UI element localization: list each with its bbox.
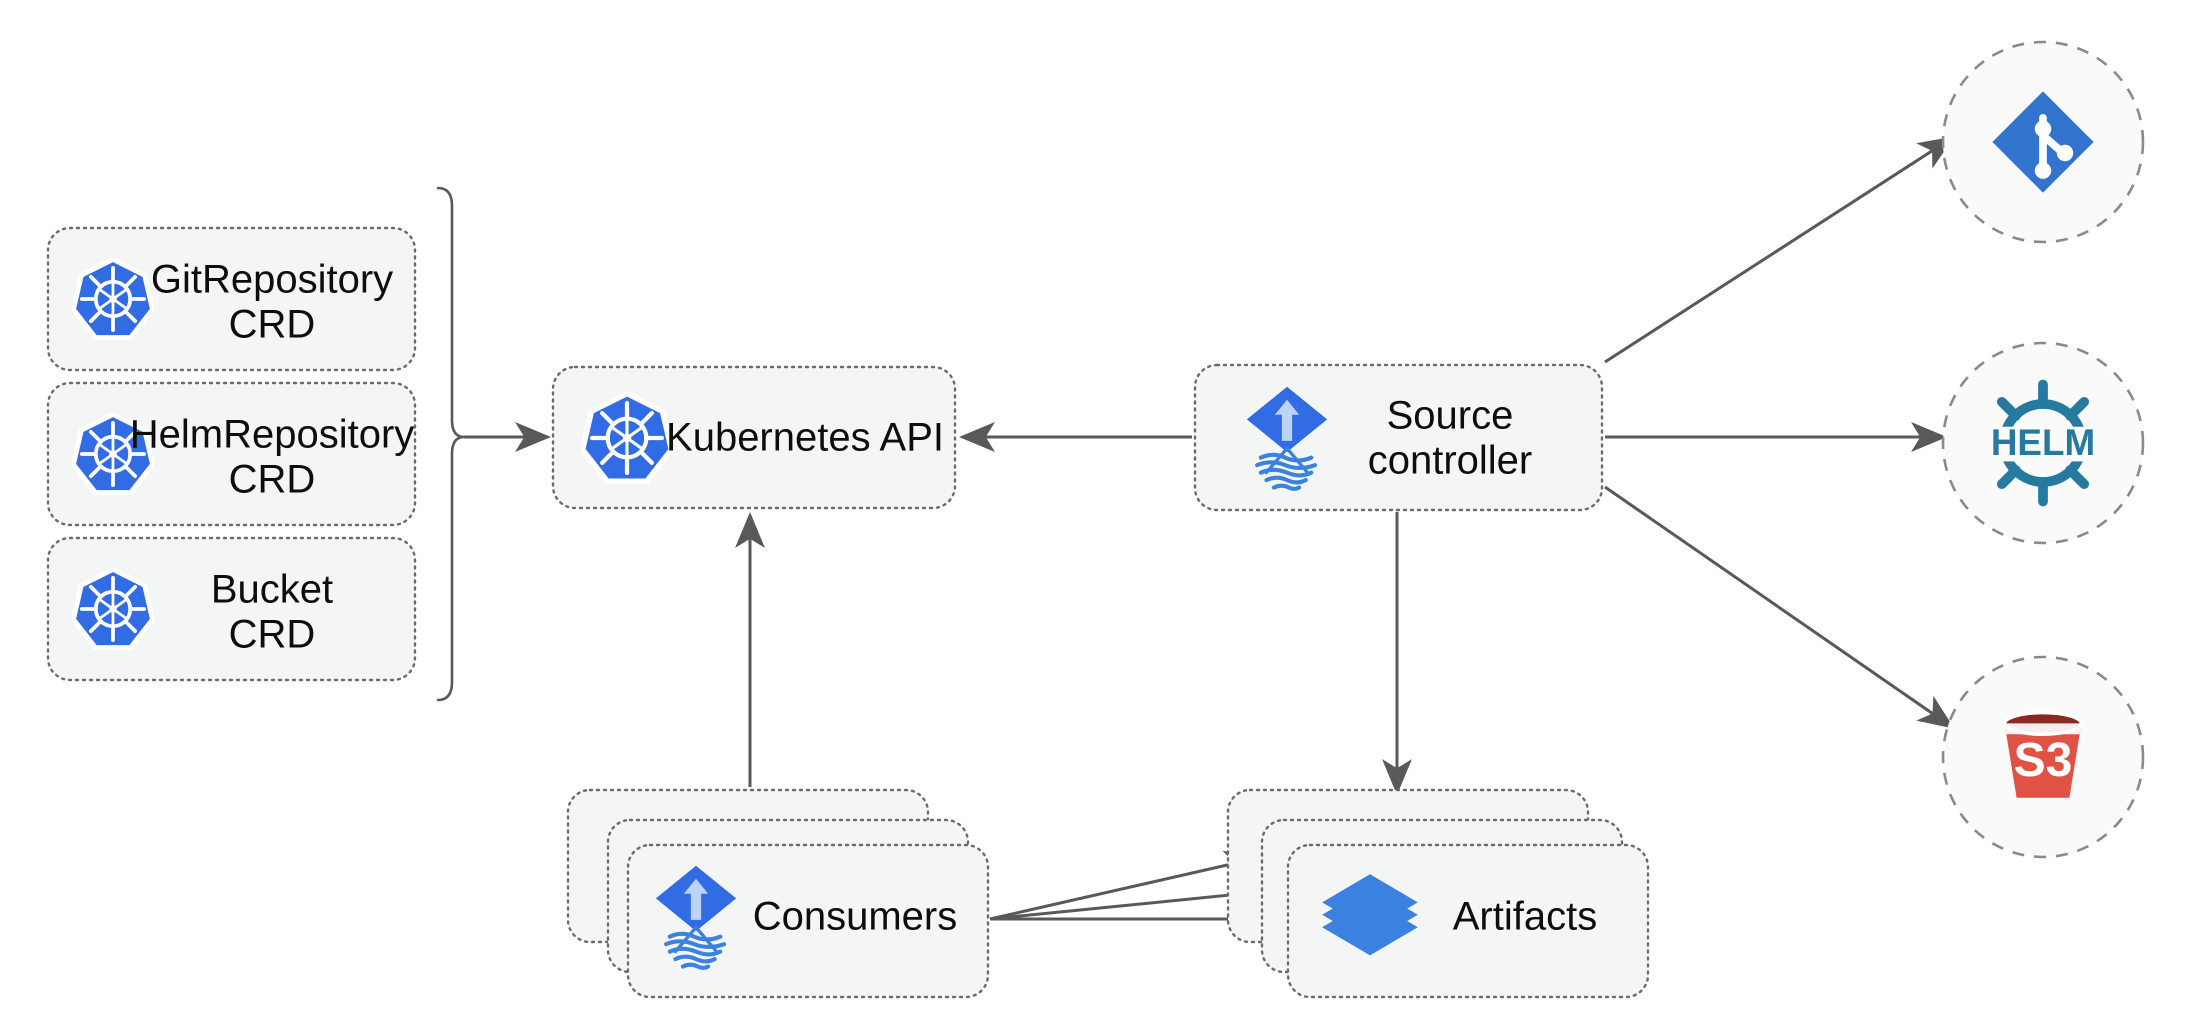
crd-card-gitrepository[interactable]: GitRepository CRD: [46, 226, 417, 372]
node-label: Kubernetes API: [666, 416, 944, 460]
crd-label-line1: HelmRepository: [130, 413, 415, 457]
node-consumers[interactable]: Consumers: [566, 788, 990, 999]
edge-source-controller-to-s3: [1604, 485, 1955, 729]
card-background: [46, 536, 417, 682]
endpoint-git[interactable]: [1941, 40, 2145, 244]
crd-label-line2: CRD: [229, 458, 316, 502]
crd-bracket: [436, 186, 465, 702]
node-label: Artifacts: [1453, 895, 1597, 939]
kubernetes-icon: [74, 260, 151, 336]
crd-card-bucket[interactable]: Bucket CRD: [46, 536, 417, 682]
node-kubernetes-api[interactable]: Kubernetes API: [551, 365, 957, 510]
node-source-controller[interactable]: Source controller: [1193, 363, 1604, 512]
crd-group: GitRepository CRD HelmRepository CRD Buc…: [46, 226, 417, 682]
crd-label-line2: CRD: [229, 303, 316, 347]
kubernetes-icon: [74, 570, 151, 646]
helm-icon: [1991, 385, 2095, 502]
crd-label-line1: Bucket: [211, 568, 333, 612]
edge-consumers-to-artifacts-1: [989, 850, 1261, 921]
kubernetes-icon: [584, 395, 670, 481]
endpoint-helm[interactable]: [1941, 341, 2145, 545]
card-background: [46, 226, 417, 372]
crd-card-helmrepository[interactable]: HelmRepository CRD: [46, 381, 417, 527]
card-background: [46, 381, 417, 527]
endpoint-s3[interactable]: [1941, 655, 2145, 859]
crd-label-line1: GitRepository: [151, 258, 393, 302]
s3-bucket-icon: [2002, 710, 2084, 800]
crd-label-line2: CRD: [229, 613, 316, 657]
node-label: Consumers: [753, 895, 958, 939]
node-label-line2: controller: [1368, 439, 1533, 483]
node-label-line1: Source: [1387, 394, 1514, 438]
edge-source-controller-to-git: [1604, 136, 1955, 364]
consumers-card-front: [626, 843, 990, 999]
node-artifacts[interactable]: Artifacts: [1226, 788, 1650, 999]
